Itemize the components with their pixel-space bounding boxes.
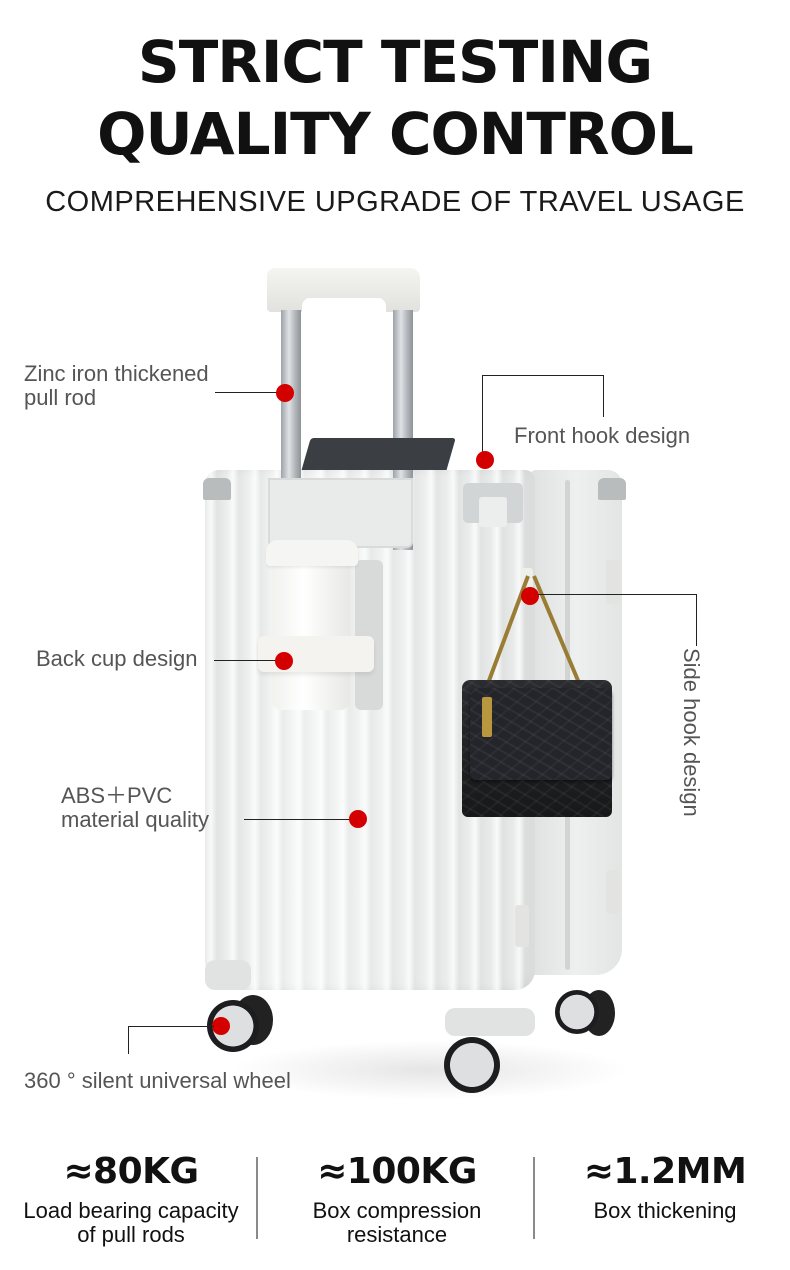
callout-label: Back cup design [36,646,198,671]
stat-value: ≈80KG [63,1151,199,1192]
handbag [462,680,612,817]
leader-line [215,392,277,393]
base-bumper-left [205,960,251,990]
stat-value: ≈100KG [317,1151,477,1192]
callout-label: Front hook design [514,423,691,448]
handbag-flap [470,688,612,780]
marker-dot [275,652,293,670]
stat-label: Box thickening [593,1198,737,1223]
stat-label: of pull rods [77,1222,185,1247]
suitcase-product-image [203,268,630,1100]
handbag-clasp [482,697,492,737]
zipper-seam [565,480,570,970]
callout-label: pull rod [24,385,97,410]
suitcase-side-panel [530,470,622,975]
leader-line [214,660,276,661]
handle-opening [302,298,386,318]
corner-guard-top-right [598,478,626,500]
side-foot-tab [515,905,529,947]
leader-line [696,594,697,646]
wheel-back-right [583,990,615,1036]
leader-line [244,819,350,820]
stat-pull-rod-load: ≈80KG Load bearing capacity of pull rods [0,1145,262,1247]
spec-stats: ≈80KG Load bearing capacity of pull rods… [0,1145,790,1255]
callout-label: ABS＋PVC [61,783,173,808]
leader-line [603,375,604,417]
suitcase-front-shell [205,470,535,990]
wheel-back-left [233,995,273,1045]
leader-line [482,375,483,453]
croc-texture [462,680,612,817]
pull-rod-left [281,310,301,510]
pull-rod-left-lower [281,470,301,550]
pull-rod-right [393,310,413,510]
subtitle: COMPREHENSIVE UPGRADE OF TRAVEL USAGE [45,186,745,218]
stat-box-compression: ≈100KG Box compression resistance [262,1145,532,1247]
callout-label-vertical: Side hook design [679,648,704,817]
marker-dot [212,1017,230,1035]
cup-holder [258,636,374,672]
divider [533,1157,535,1239]
tablet-device [299,438,456,478]
stat-value: ≈1.2MM [583,1151,747,1192]
front-hook [463,483,523,527]
base-bumper-center [445,1008,535,1036]
headline-line-2: QUALITY CONTROL [97,100,694,168]
leader-line [538,594,697,595]
marker-dot [476,451,494,469]
stat-box-thickening: ≈1.2MM Box thickening [540,1145,790,1223]
side-handle-grip-lower [606,870,620,914]
shell-ribs [205,470,535,990]
leader-line [128,1026,129,1054]
callout-label: material quality [61,807,209,832]
callout-label: 360 ° silent universal wheel [24,1068,291,1093]
marker-dot [276,384,294,402]
marker-dot [521,587,539,605]
side-handle-grip [606,560,620,604]
coffee-cup [272,560,350,710]
divider [256,1157,258,1239]
wheel-right [555,990,599,1034]
corner-guard-top-left [203,478,231,500]
wheel-front [444,1037,500,1093]
cup-holder-mount [355,560,383,710]
marker-dot [349,810,367,828]
pull-rod-right-lower [393,470,413,550]
coffee-cup-lid [266,540,358,566]
telescopic-handle-grip [267,268,420,312]
stat-label: resistance [346,1222,448,1247]
callout-label: Zinc iron thickened [24,361,209,386]
stat-label: Load bearing capacity [23,1198,239,1223]
usb-port-panel [268,478,413,548]
leader-line [482,375,604,376]
stat-label: Box compression [312,1198,482,1223]
croc-texture [470,688,612,780]
leader-line [128,1026,214,1027]
headline-line-1: STRICT TESTING [137,28,653,96]
